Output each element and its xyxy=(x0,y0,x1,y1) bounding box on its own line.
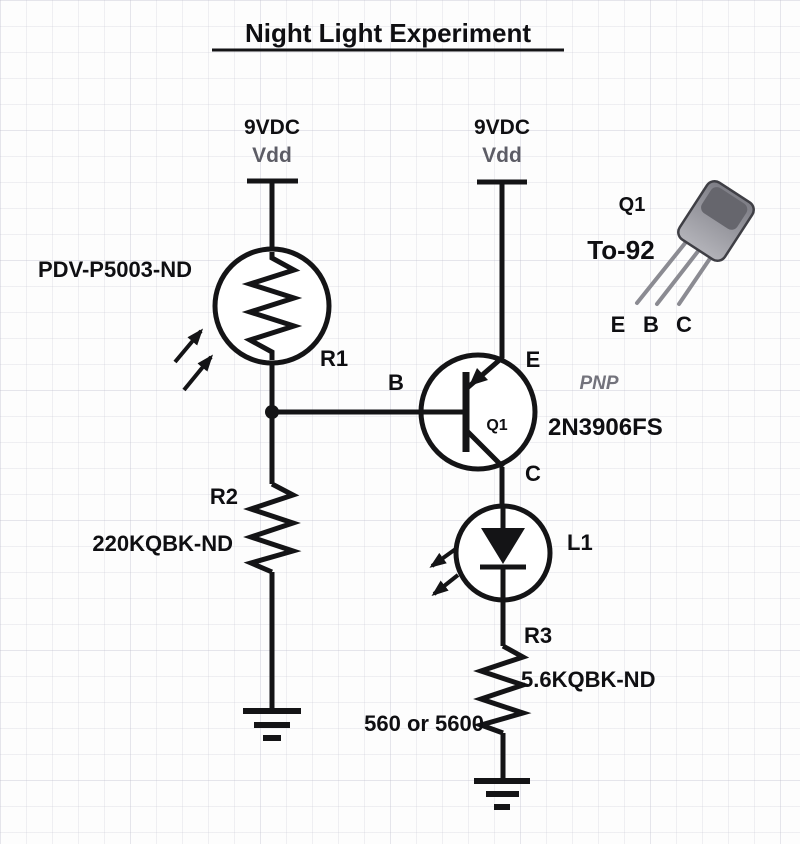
ground-symbol-bottom xyxy=(474,778,530,810)
package-pin-b-label: B xyxy=(643,312,659,337)
left-rail-voltage: 9VDC xyxy=(244,116,300,139)
left-power-rail: 9VDC Vdd xyxy=(244,116,300,250)
resistor-r2-zigzag xyxy=(243,481,302,575)
photoresistor-part-label: PDV-P5003-ND xyxy=(38,257,192,282)
led-triangle xyxy=(481,528,525,564)
package-pin-e-label: E xyxy=(611,312,626,337)
resistor-r3-ref-label: R3 xyxy=(524,623,552,648)
package-body xyxy=(677,179,755,263)
package-callout: Q1 To-92 E B C xyxy=(587,179,755,337)
light-emission-arrow-2 xyxy=(431,573,460,596)
transistor-pnp-arrow xyxy=(469,368,488,386)
resistor-r3-zigzag xyxy=(472,643,532,736)
resistor-r3-symbol: R3 5.6KQBK-ND 560 or 5600 xyxy=(364,623,655,736)
photoresistor-zigzag xyxy=(241,252,303,360)
resistor-r2-part-label: 220KQBK-ND xyxy=(92,531,233,556)
light-incident-arrow-1 xyxy=(173,328,204,364)
led-ref-label: L1 xyxy=(567,530,593,555)
transistor-part-label: 2N3906FS xyxy=(548,414,663,441)
package-ref-label: Q1 xyxy=(619,194,646,216)
package-lead-b xyxy=(655,248,701,306)
package-lead-c xyxy=(677,255,713,306)
transistor-symbol: Q1 B E C PNP 2N3906FS xyxy=(388,347,663,486)
package-top-face xyxy=(701,187,748,230)
resistor-r2-ref-label: R2 xyxy=(210,484,238,509)
led-symbol: L1 xyxy=(429,507,593,646)
resistor-r3-part-label: 5.6KQBK-ND xyxy=(521,667,655,692)
transistor-pin-collector-label: C xyxy=(525,461,541,486)
photoresistor-symbol: PDV-P5003-ND R1 xyxy=(38,252,348,392)
transistor-ref-inner-label: Q1 xyxy=(486,417,507,434)
transistor-pin-emitter-label: E xyxy=(526,347,541,372)
photoresistor-ref-label: R1 xyxy=(320,346,348,371)
resistor-r3-value-note: 560 or 5600 xyxy=(364,711,484,736)
right-rail-net: Vdd xyxy=(482,144,522,167)
ground-symbol-left xyxy=(243,708,301,741)
light-emission-arrow-1 xyxy=(429,546,459,568)
left-rail-net: Vdd xyxy=(252,144,292,167)
page-title: Night Light Experiment xyxy=(245,18,531,48)
transistor-family-label: PNP xyxy=(579,373,618,394)
right-power-rail: 9VDC Vdd xyxy=(474,116,530,358)
light-incident-arrow-2 xyxy=(182,354,214,392)
package-pin-c-label: C xyxy=(676,312,692,337)
package-lead-e xyxy=(635,240,688,305)
transistor-collector-lead xyxy=(464,428,505,469)
right-rail-voltage: 9VDC xyxy=(474,116,530,139)
package-type-label: To-92 xyxy=(587,235,654,265)
resistor-r2-symbol: R2 220KQBK-ND xyxy=(92,481,302,575)
transistor-pin-base-label: B xyxy=(388,370,404,395)
